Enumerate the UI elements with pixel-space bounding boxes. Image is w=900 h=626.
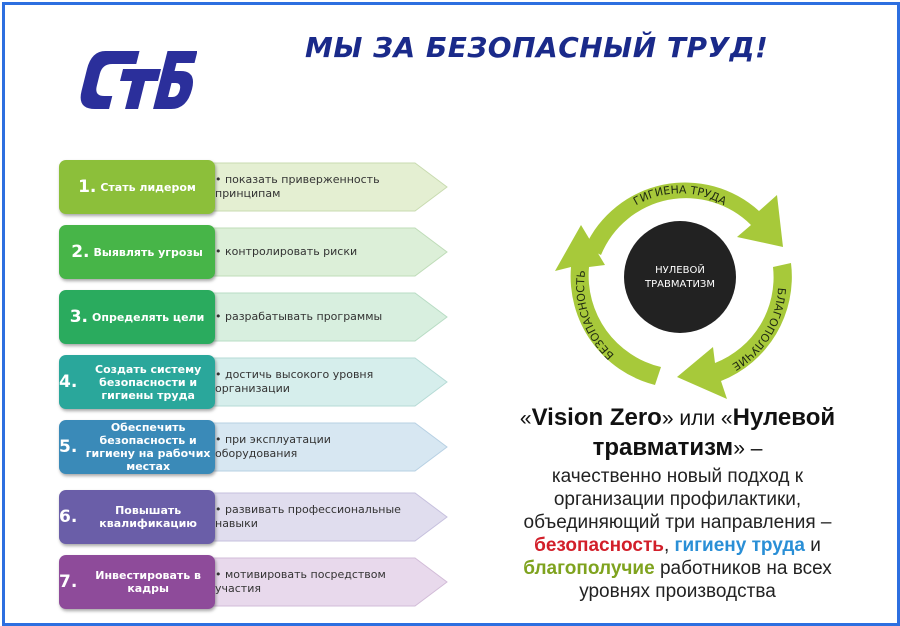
body-line-4: безопасность, гигиену труда и [475,534,880,557]
step-3-number: 3. [69,306,88,327]
keyword-hygiene: гигиену труда [674,535,805,556]
cycle-diagram: НУЛЕВОЙ ТРАВМАТИЗМ ГИГИЕНА ТРУДА БЛАГОПО… [555,182,792,399]
step-1-label: Стать лидером [100,180,196,194]
cycle-segment-top [585,182,783,255]
arrow-5 [210,417,450,477]
body-line-2: организации профилактики, [553,489,802,510]
and-word: и [805,535,821,556]
body-line-5-rest: работников на всех [654,558,832,579]
cycle-segment-right [677,263,792,399]
step-6-number: 6. [59,506,78,527]
step-6-label: Повышать квалификацию [99,504,197,530]
step-6-desc: • развивать профессиональные навыки [215,503,401,530]
cycle-center-circle [624,221,736,333]
arrow-2 [210,222,450,282]
vision-zero-body: качественно новый подход к организации п… [475,465,880,603]
step-1-number: 1. [78,176,97,197]
step-5-number: 5. [59,436,78,457]
quote-open-1: « [519,407,532,430]
body-line-5: благополучие работников на всех [475,557,880,580]
steps-list: 1. Стать лидером • показать приверженнос… [5,5,465,623]
step-6-box: 6. Повышать квалификацию [59,490,215,544]
body-line-3: объединяющий три направления – [523,512,832,533]
step-5-desc: • при эксплуатации оборудования [215,433,331,460]
arrow-1 [210,157,450,217]
step-2-desc: • контролировать риски [215,245,358,258]
step-5-label: Обеспечить безопасность и гигиену на раб… [85,421,211,473]
step-3-box: 3. Определять цели [59,290,215,344]
step-4-box: 4. Создать систему безопасности и гигиен… [59,355,215,409]
keyword-wellbeing: благополучие [523,558,655,579]
step-7-box: 7. Инвестировать в кадры [59,555,215,609]
step-4-desc: • достичь высокого уровня организации [215,368,374,395]
vision-zero-label: Vision Zero [531,404,662,431]
body-line-6: уровнях производства [579,581,776,602]
comma: , [663,535,675,556]
step-2-box: 2. Выявлять угрозы [59,225,215,279]
quote-open-2: « [720,407,733,430]
vision-zero-heading: «Vision Zero» или «Нулевой травматизм» – [475,403,880,463]
company-logo [80,51,197,109]
cycle-segment-left [555,225,661,385]
step-4-label: Создать систему безопасности и гигиены т… [95,362,202,402]
cycle-center-line2: ТРАВМАТИЗМ [644,279,715,290]
quote-close-2: » – [733,437,763,460]
step-3-label: Определять цели [92,310,205,324]
arrow-4 [210,352,450,412]
keyword-safety: безопасность [534,535,664,556]
arrow-6 [210,487,450,547]
step-7-desc: • мотивировать посредством участия [215,568,386,595]
step-1-desc: • показать приверженность принципам [215,173,380,200]
quote-close-1: » [661,407,674,430]
zero-label-a: Нулевой [732,404,836,431]
step-1-box: 1. Стать лидером [59,160,215,214]
body-line-1: качественно новый подход к [551,466,804,487]
step-5-box: 5. Обеспечить безопасность и гигиену на … [59,420,215,474]
arrow-3 [210,287,450,347]
step-2-label: Выявлять угрозы [93,245,203,259]
step-2-number: 2. [71,241,90,262]
poster-title: МЫ ЗА БЕЗОПАСНЫЙ ТРУД! [305,31,769,64]
cycle-center-line1: НУЛЕВОЙ [655,263,705,276]
zero-label-b: травматизм [592,434,734,461]
step-4-number: 4. [59,371,78,392]
step-7-number: 7. [59,571,78,592]
or-word: или [673,407,721,430]
step-3-desc: • разрабатывать программы [215,310,383,323]
arrow-7 [210,552,450,612]
vision-zero-description: «Vision Zero» или «Нулевой травматизм» –… [475,403,880,603]
step-7-label: Инвестировать в кадры [95,569,202,595]
